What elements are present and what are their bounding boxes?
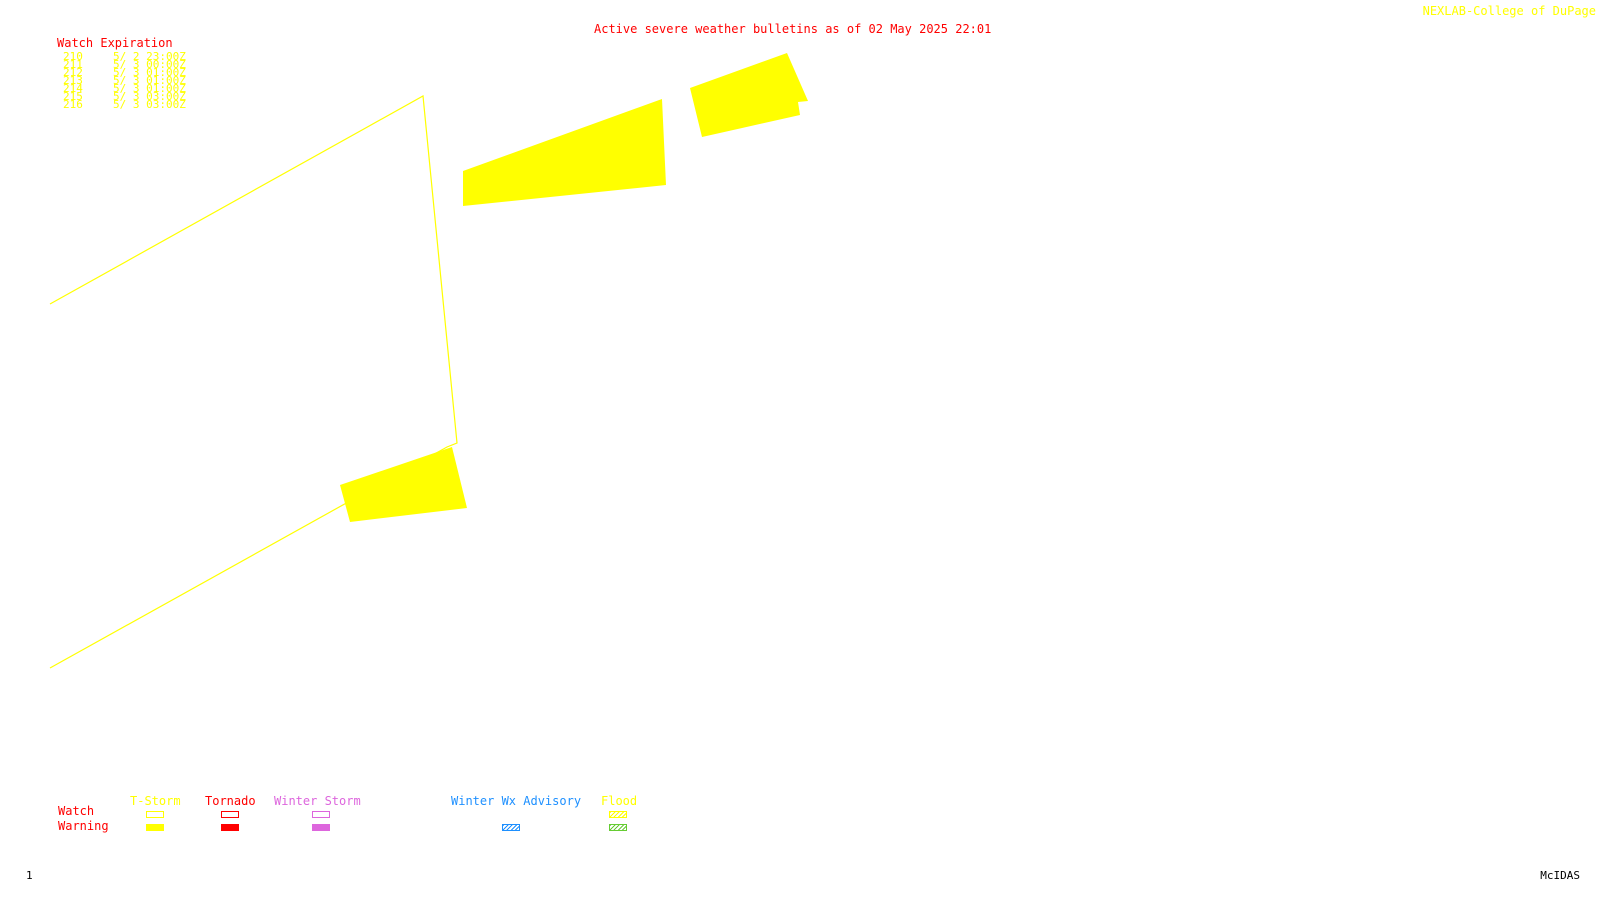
legend-tornado-warning-swatch [221, 824, 239, 831]
legend-flood-watch-swatch [609, 811, 627, 818]
list-item: 214 5/ 3 01:00Z [63, 82, 186, 95]
legend-winter-storm-watch-swatch [312, 811, 330, 818]
watch-number: 212 [63, 66, 83, 79]
watch-expires: 5/ 3 01:00Z [113, 74, 186, 87]
legend-row-watch: Watch [58, 804, 95, 818]
watch-number: 215 [63, 90, 83, 103]
warning-polygon [690, 53, 808, 137]
watch-expiration-heading: Watch Expiration [57, 36, 173, 50]
legend-winter-storm-label: Winter Storm [274, 794, 361, 808]
software-label: McIDAS [1540, 869, 1580, 882]
watch-expiration-list: 210 5/ 2 23:00Z 211 5/ 3 00:00Z 212 5/ 3 01… [63, 50, 186, 111]
site-credit: NEXLAB-College of DuPage [1422, 4, 1596, 18]
watch-outline [49, 95, 458, 669]
legend-winter-advisory-warning-swatch [502, 824, 520, 831]
watch-number: 211 [63, 58, 83, 71]
frame-number: 1 [26, 869, 33, 882]
watch-number: 210 [63, 50, 83, 63]
watch-number: 216 [63, 98, 83, 111]
watch-expires: 5/ 2 23:00Z [113, 50, 186, 63]
legend-flood-warning-swatch [609, 824, 627, 831]
list-item: 213 5/ 3 01:00Z [63, 74, 186, 87]
list-item: 216 5/ 3 03:00Z [63, 98, 186, 111]
legend-row-warning: Warning [58, 819, 109, 833]
watch-expires: 5/ 3 03:00Z [113, 98, 186, 111]
list-item: 215 5/ 3 03:00Z [63, 90, 186, 103]
legend-tstorm-label: T-Storm [130, 794, 181, 808]
watch-expires: 5/ 3 01:00Z [113, 82, 186, 95]
page-title: Active severe weather bulletins as of 02… [594, 22, 992, 36]
watch-number: 214 [63, 82, 83, 95]
watch-number: 213 [63, 74, 83, 87]
warning-polygon [463, 99, 666, 206]
warning-polygon [340, 447, 467, 522]
legend-tstorm-watch-swatch [146, 811, 164, 818]
legend-tstorm-warning-swatch [146, 824, 164, 831]
legend-tornado-watch-swatch [221, 811, 239, 818]
legend-flood-label: Flood [601, 794, 638, 808]
list-item: 210 5/ 2 23:00Z [63, 50, 186, 63]
watch-expires: 5/ 3 00:00Z [113, 58, 186, 71]
list-item: 212 5/ 3 01:00Z [63, 66, 186, 79]
legend-tornado-label: Tornado [205, 794, 256, 808]
legend-winter-advisory-label: Winter Wx Advisory [451, 794, 582, 808]
watch-expires: 5/ 3 01:00Z [113, 66, 186, 79]
list-item: 211 5/ 3 00:00Z [63, 58, 186, 71]
legend-winter-storm-warning-swatch [312, 824, 330, 831]
watch-expires: 5/ 3 03:00Z [113, 90, 186, 103]
